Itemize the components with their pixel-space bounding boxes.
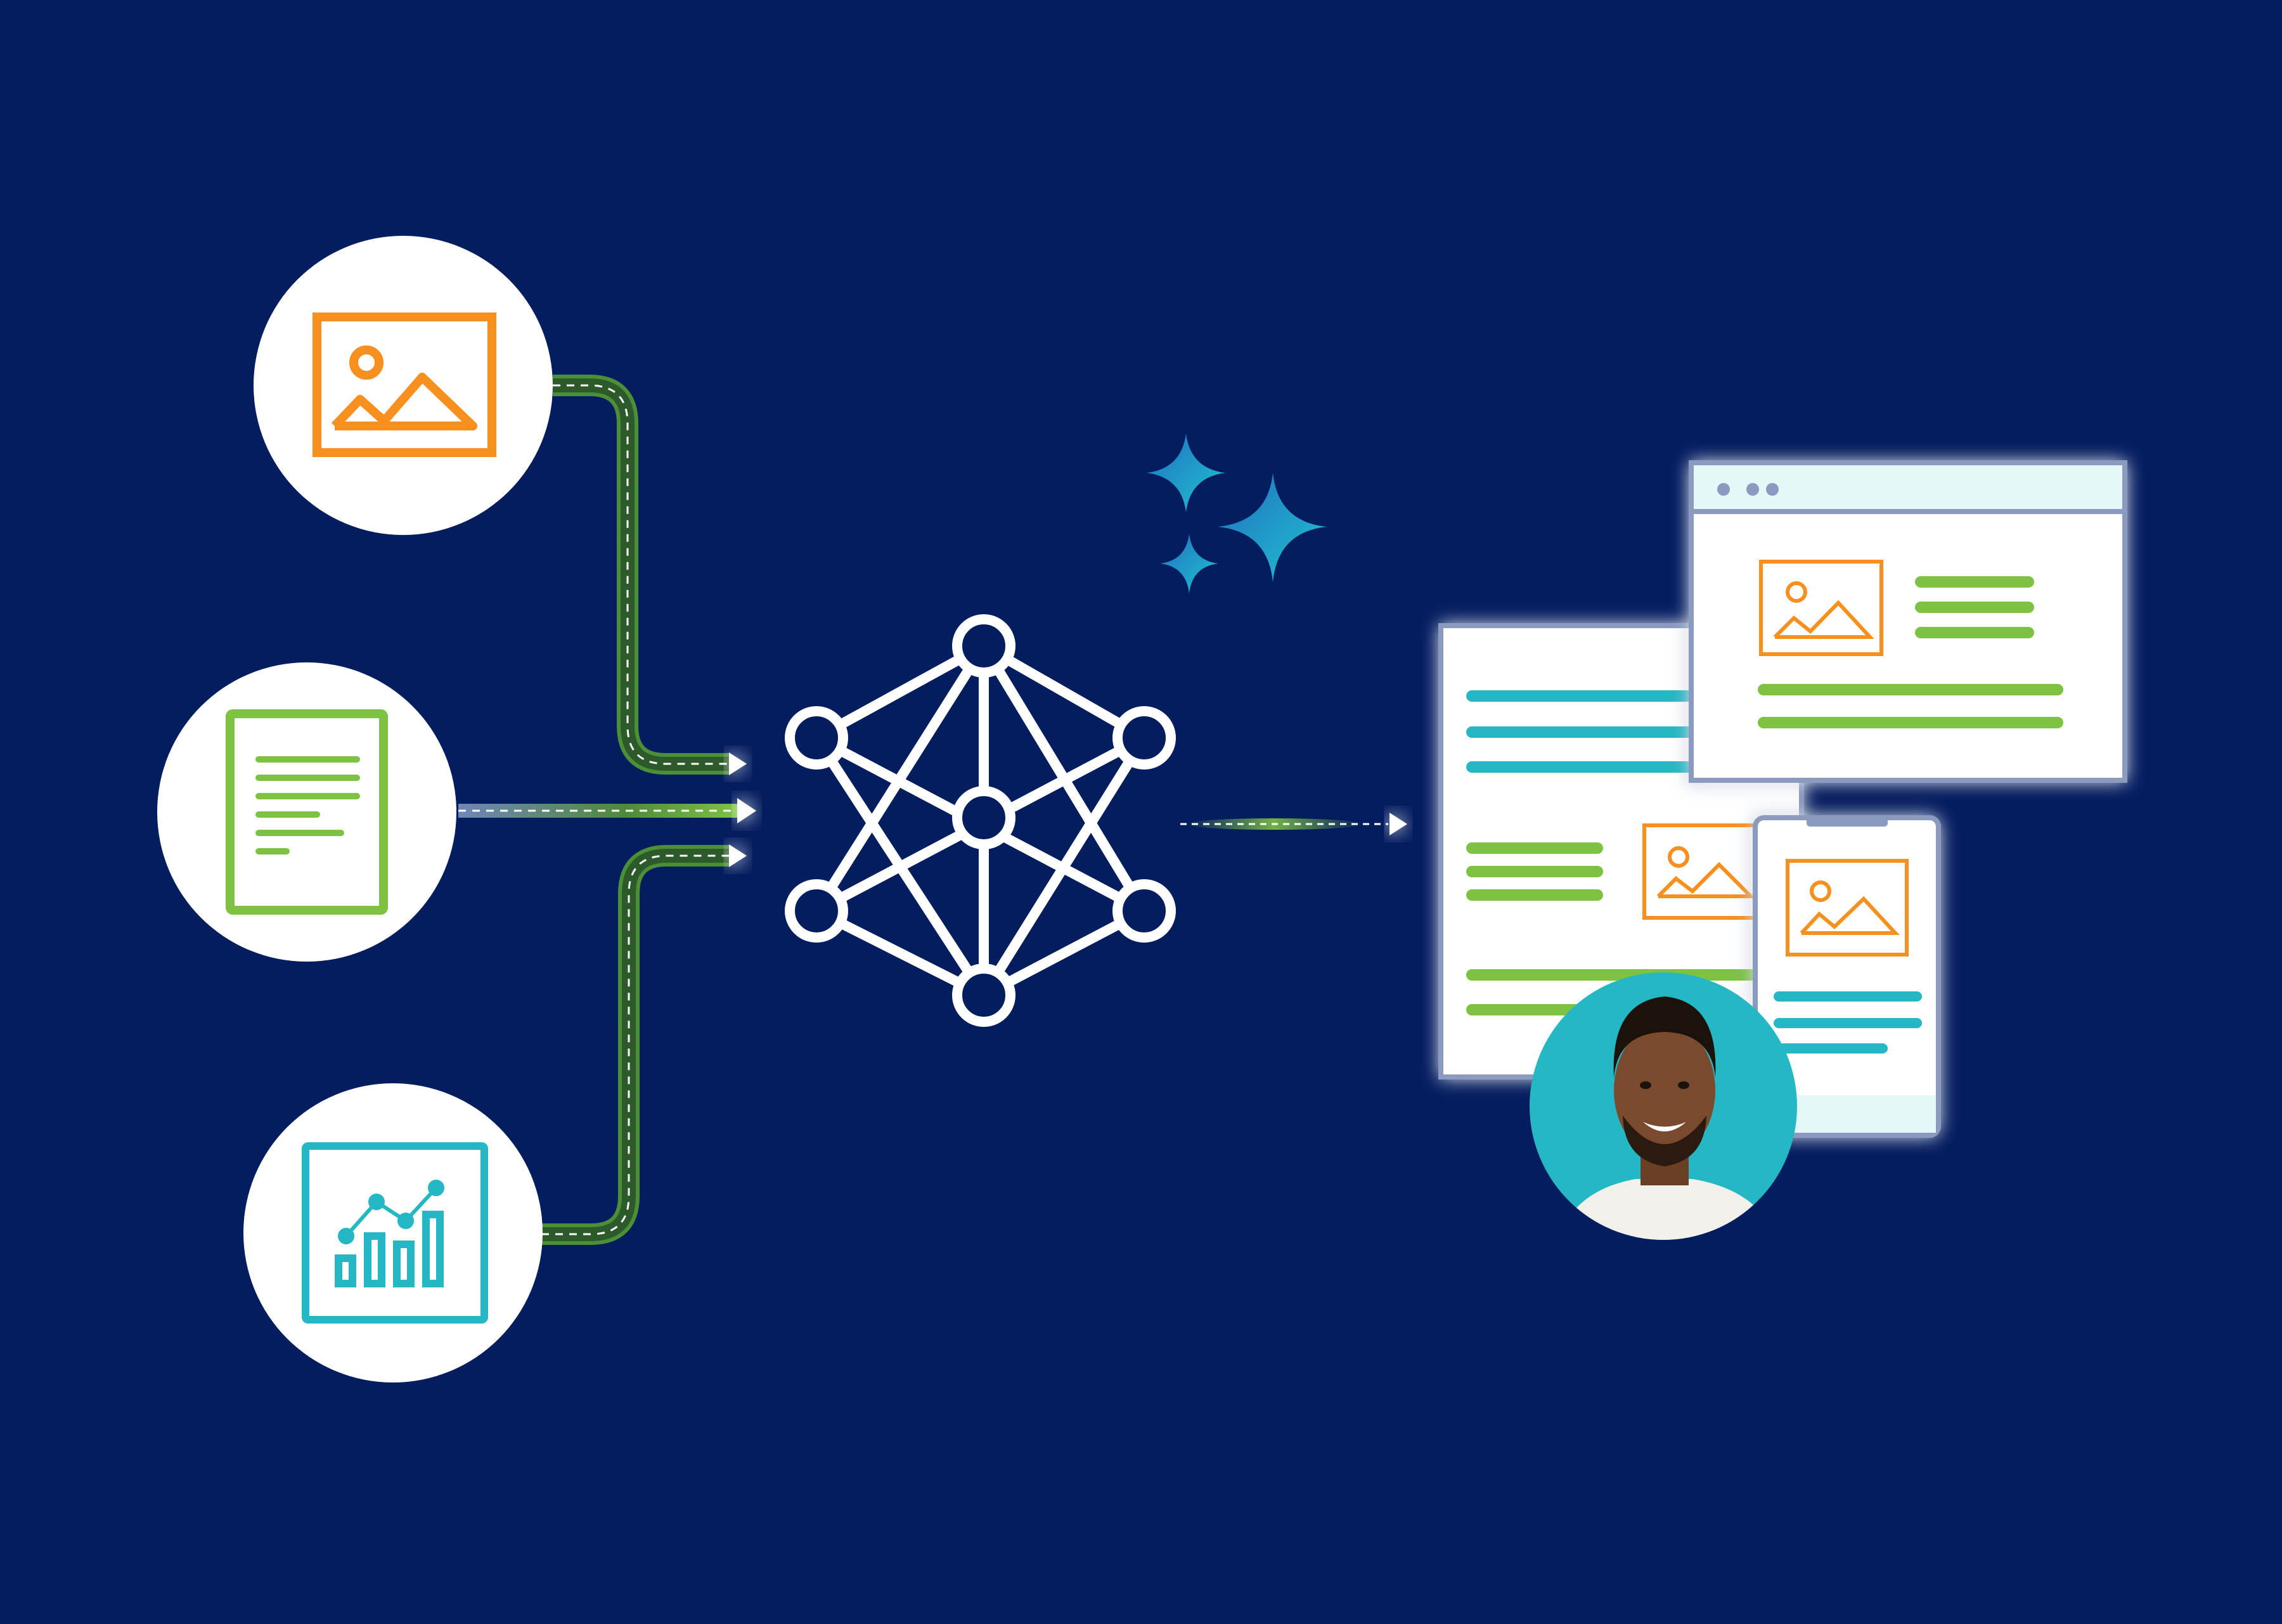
neural-network-icon	[785, 614, 1176, 1027]
network-node	[785, 706, 848, 770]
sparkle-icon	[1147, 434, 1327, 593]
input-document	[157, 662, 456, 962]
image-icon	[1786, 859, 1909, 957]
network-node	[1112, 879, 1176, 943]
connector-bottom	[541, 844, 747, 1245]
arrow-head-icon	[729, 844, 747, 867]
window-dot	[1766, 483, 1779, 496]
arrow-head-icon	[737, 798, 756, 823]
network-node	[952, 963, 1015, 1027]
window-dot	[1717, 483, 1730, 496]
connector-middle	[458, 798, 756, 823]
window-dot	[1746, 483, 1759, 496]
output-arrow	[1180, 813, 1407, 835]
arrow-head-icon	[1389, 813, 1407, 835]
browser-window	[1689, 460, 2127, 783]
input-image	[254, 236, 553, 535]
network-node	[952, 786, 1015, 849]
image-icon	[1759, 560, 1883, 656]
connector-top	[553, 375, 747, 775]
arrow-head-icon	[729, 752, 747, 775]
network-node	[785, 879, 848, 943]
chart-icon	[302, 1142, 488, 1324]
network-node	[952, 614, 1015, 678]
user-avatar	[1530, 972, 1797, 1240]
mobile-phone	[1753, 815, 1941, 1138]
document-icon	[226, 709, 388, 915]
input-chart	[243, 1083, 543, 1382]
image-icon	[313, 313, 496, 457]
network-node	[1112, 706, 1176, 770]
